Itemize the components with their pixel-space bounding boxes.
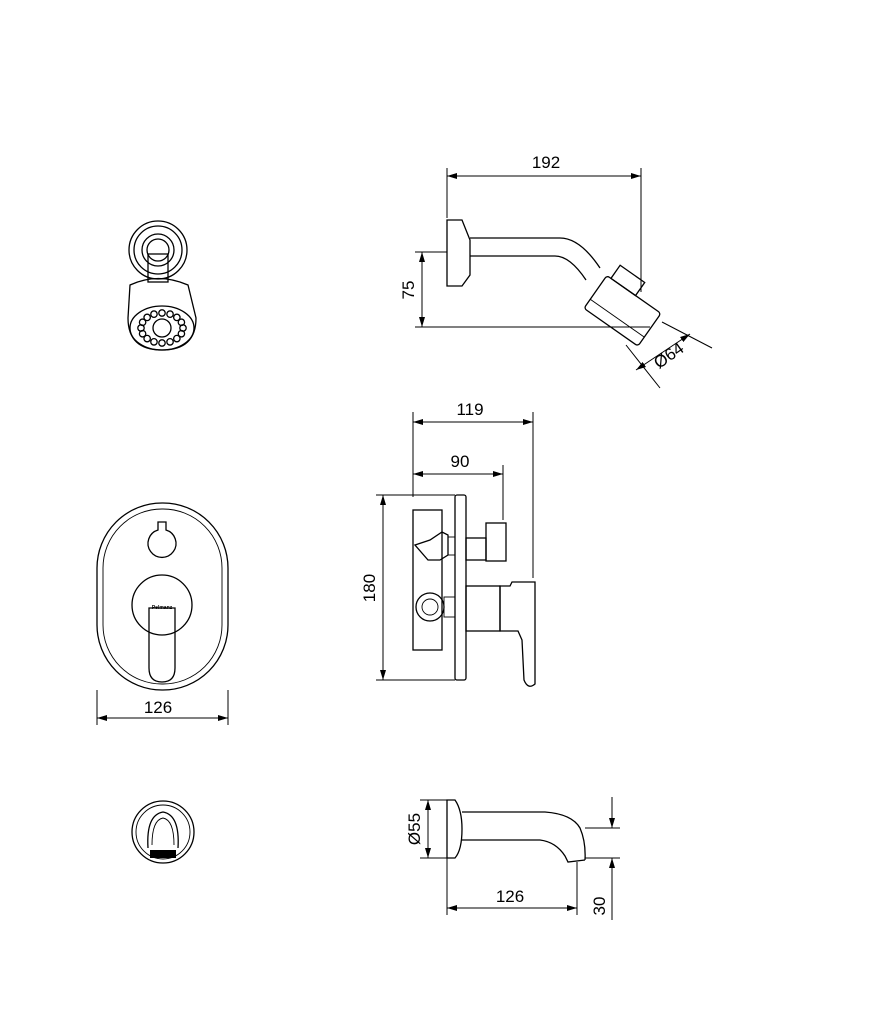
spout-side-view: Ø55 126 30 [405, 797, 620, 920]
nozzle-icon [172, 334, 181, 343]
dimension-126-mixer: 126 [144, 698, 172, 717]
shower-arm-side-view: 192 75 Ø64 [399, 153, 713, 389]
dimension-126-spout: 126 [496, 887, 524, 906]
dimension-90: 90 [451, 452, 470, 471]
nozzle-icon [158, 309, 166, 317]
dimension-119: 119 [456, 400, 483, 419]
nozzle-icon [138, 318, 147, 327]
nozzle-icon [177, 318, 186, 327]
dimension-180: 180 [360, 574, 379, 602]
dimension-30: 30 [590, 897, 609, 916]
nozzle-icon [158, 339, 166, 347]
nozzle-icon [172, 313, 181, 322]
nozzle-icon [150, 338, 158, 346]
mixer-side-view: 119 90 180 [360, 400, 536, 687]
nozzle-icon [143, 334, 152, 343]
dimension-75: 75 [399, 281, 418, 300]
nozzle-icon [150, 310, 158, 318]
dimension-192: 192 [532, 153, 560, 172]
nozzle-icon [166, 338, 174, 346]
shower-head-front-view [127, 220, 197, 351]
spout-front-view [131, 800, 195, 864]
nozzle-icon [166, 310, 174, 318]
dimension-diameter-64: Ø64 [650, 338, 687, 372]
nozzle-icon [143, 313, 152, 322]
mixer-front-view: Pelmanz 126 [96, 502, 229, 725]
nozzle-icon [177, 329, 186, 338]
dimension-diameter-55: Ø55 [405, 813, 424, 845]
brand-logo: Pelmanz [152, 605, 173, 611]
